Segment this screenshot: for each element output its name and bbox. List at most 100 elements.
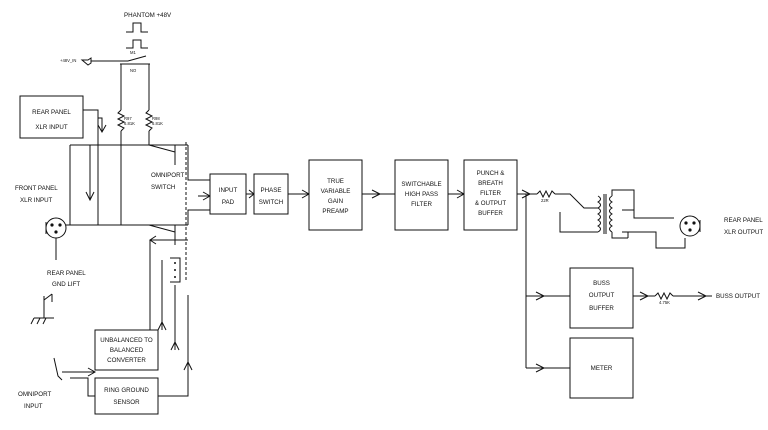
front-xlr-input-label-2: XLR INPUT xyxy=(20,197,53,204)
input-pad-box xyxy=(209,173,247,215)
hpf-label-2: HIGH PASS xyxy=(405,191,438,198)
punch-filter-label-5: BUFFER xyxy=(478,210,503,217)
punch-filter-label-1: PUNCH & xyxy=(477,170,506,177)
coil-dot-1 xyxy=(174,262,176,264)
switch-no-label: NO xyxy=(130,68,137,73)
input-bus-arrow xyxy=(85,191,95,202)
preamp-label-2: VARIABLE xyxy=(321,188,351,195)
front-xlr-pin-3 xyxy=(54,230,58,234)
buss-output-label: BUSS OUTPUT xyxy=(716,293,760,300)
omniport-switch-contact-1 xyxy=(148,144,176,165)
punch-filter-label-2: BREATH xyxy=(478,180,503,187)
omni-to-pad-bottom xyxy=(187,209,210,225)
r98-label: R98 xyxy=(152,116,160,121)
output-return-wire xyxy=(627,231,686,249)
ground-hatch-3 xyxy=(42,317,47,325)
rear-xlr-output-pin-2 xyxy=(692,221,696,225)
to-buss-buffer-arrow xyxy=(535,291,546,301)
omniport-switch-label-1: OMNIPORT xyxy=(151,172,184,179)
gnd-lift-label-1: REAR PANEL xyxy=(47,270,86,277)
rear-xlr-output-pin-1 xyxy=(684,221,688,225)
coil-dot-3 xyxy=(174,276,176,278)
to-meter-arrow xyxy=(535,363,546,373)
omniport-jack-arrow xyxy=(87,367,97,377)
transformer-primary xyxy=(597,195,601,233)
punch-filter-label-4: & OUTPUT xyxy=(475,200,507,207)
transformer-secondary-bottom xyxy=(611,232,628,239)
rear-xlr-wire-2 xyxy=(98,117,103,132)
ring-ground-sensor-box xyxy=(94,377,159,415)
input-pad-label-1: INPUT xyxy=(219,187,238,194)
r98-value: 6.81K xyxy=(152,121,163,126)
buss-output-buffer-box xyxy=(569,267,634,329)
front-xlr-pin-1 xyxy=(50,223,54,227)
ground-hatch-2 xyxy=(36,317,41,325)
rear-xlr-input-box xyxy=(19,95,84,139)
unbalanced-converter-label-1: UNBALANCED TO xyxy=(100,337,153,344)
hpf-label-1: SWITCHABLE xyxy=(401,181,441,188)
r-buss-label: 4.75K xyxy=(659,300,670,305)
rear-xlr-arrow xyxy=(97,124,107,134)
punch-out-arrow xyxy=(521,189,532,199)
omniport-switch-label-2: SWITCH xyxy=(151,184,175,191)
unbal-arrow-1 xyxy=(157,320,167,331)
transformer-secondary xyxy=(609,195,613,233)
rear-xlr-output-label-1: REAR PANEL xyxy=(724,217,763,224)
hpf-label-3: FILTER xyxy=(411,201,432,208)
switch-m1-label: M1 xyxy=(130,50,136,55)
unbalanced-converter-label-2: BALANCED xyxy=(110,347,144,354)
omni-to-pad-top xyxy=(187,145,210,181)
phantom-pulse-top xyxy=(126,22,148,33)
gnd-lift-switch-blade xyxy=(43,293,53,301)
preamp-label-4: PREAMP xyxy=(322,208,348,215)
ring-arrow xyxy=(183,360,193,371)
buss-buffer-out-arrow xyxy=(639,291,650,301)
buss-buffer-label-2: OUTPUT xyxy=(589,292,615,299)
phantom-in-connector xyxy=(80,57,92,66)
omniport-switch-contact-2 xyxy=(148,224,176,245)
rear-xlr-output-connector-icon xyxy=(679,215,701,237)
phantom-in-label: +48V_IN xyxy=(60,58,76,63)
phantom-switch-blade xyxy=(127,55,147,62)
omniport-jack-ring-wire xyxy=(70,377,95,397)
punch-filter-label-3: FILTER xyxy=(480,190,501,197)
ground-hatch-1 xyxy=(30,317,35,325)
r-out-label: 22R xyxy=(541,198,549,203)
hpf-box xyxy=(394,159,449,231)
resistor-4-75k xyxy=(654,291,674,301)
buss-out-arrow xyxy=(697,291,708,301)
coil-dot-2 xyxy=(174,269,176,271)
preamp-label-1: TRUE xyxy=(327,178,344,185)
phantom-label: PHANTOM +48V xyxy=(124,12,172,19)
rear-xlr-wire-1 xyxy=(83,109,99,225)
phase-switch-box xyxy=(253,173,289,215)
resistor-22r xyxy=(536,189,556,199)
ring-sensor-out-wire xyxy=(158,370,189,397)
unbalanced-converter-box xyxy=(94,329,159,371)
preamp-label-3: GAIN xyxy=(328,198,343,205)
gnd-lift-label-2: GND LIFT xyxy=(52,281,80,288)
phase-switch-label-1: PHASE xyxy=(261,187,282,194)
r97-label: R97 xyxy=(124,116,132,121)
omniport-jack-icon xyxy=(53,357,63,381)
rear-xlr-output-label-2: XLR OUTPUT xyxy=(724,229,763,236)
omniport-input-label-1: OMNIPORT xyxy=(18,391,51,398)
resistor-r98 xyxy=(144,109,154,132)
resistor-r97 xyxy=(116,109,126,132)
buss-buffer-label-3: BUFFER xyxy=(589,305,614,312)
phase-switch-label-2: SWITCH xyxy=(259,199,283,206)
omniport-input-label-2: INPUT xyxy=(24,403,43,410)
omniport-coil xyxy=(170,257,181,283)
r97-value: 6.81K xyxy=(124,121,135,126)
ring-ground-sensor-label-2: SENSOR xyxy=(113,399,140,406)
preamp-box xyxy=(308,159,363,231)
punch-filter-box xyxy=(463,159,518,231)
transformer-primary-return xyxy=(559,212,598,233)
to-transformer-wire xyxy=(555,193,598,209)
buss-buffer-label-1: BUSS xyxy=(593,280,610,287)
rear-xlr-output-pin-3 xyxy=(688,228,692,232)
front-xlr-connector-icon xyxy=(45,217,67,239)
front-xlr-pin-2 xyxy=(58,223,62,227)
meter-label: METER xyxy=(591,365,613,372)
